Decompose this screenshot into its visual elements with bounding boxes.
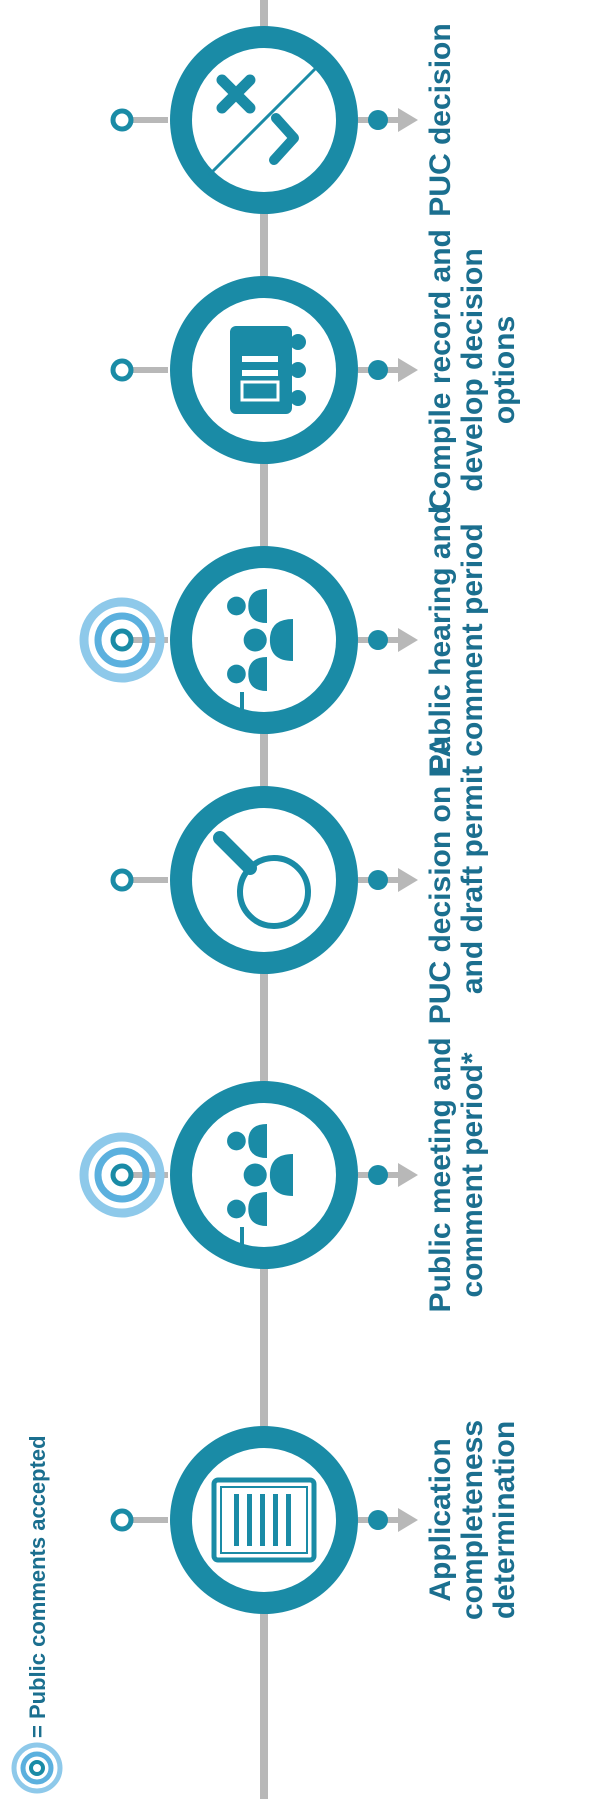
- output-dot-icon: [368, 630, 388, 650]
- input-node-icon: [110, 358, 134, 382]
- step-label-line: Public hearing and: [424, 506, 457, 774]
- process-step: PUC decision on EAand draft permit: [110, 736, 489, 1024]
- step-label: PUC decision: [424, 23, 457, 216]
- step-label: Public meeting andcomment period*: [424, 1037, 489, 1312]
- process-step: Public meeting andcomment period*: [79, 1037, 489, 1313]
- step-label-line: Public meeting and: [424, 1037, 457, 1312]
- check-cross-icon: [207, 63, 321, 177]
- public-comments-icon: [79, 1132, 165, 1218]
- step-label: PUC decision on EAand draft permit: [424, 736, 489, 1024]
- step-label-line: Compile record and: [424, 229, 457, 511]
- step-label: Public hearing andcomment period: [424, 506, 489, 774]
- legend: = Public comments accepted: [11, 1435, 63, 1794]
- arrow-right-icon: [398, 108, 418, 132]
- process-step: Compile record anddevelop decisionoption…: [110, 229, 521, 511]
- people-group-icon: [227, 1124, 293, 1245]
- input-node-icon: [110, 108, 134, 132]
- arrow-right-icon: [398, 358, 418, 382]
- output-dot-icon: [368, 1510, 388, 1530]
- step-label-line: comment period*: [456, 1052, 489, 1297]
- process-step: Applicationcompletenessdetermination: [110, 1420, 521, 1620]
- arrow-right-icon: [398, 1163, 418, 1187]
- magnifying-glass-icon: [213, 831, 311, 929]
- step-label-line: and draft permit: [456, 766, 489, 994]
- output-dot-icon: [368, 1165, 388, 1185]
- step-label-line: options: [488, 316, 521, 424]
- public-comments-icon: [79, 597, 165, 683]
- file-box-icon: [230, 326, 306, 414]
- step-label-line: comment period: [456, 523, 489, 756]
- legend-label: = Public comments accepted: [25, 1435, 50, 1738]
- step-label-line: completeness: [456, 1420, 489, 1620]
- step-label: Applicationcompletenessdetermination: [424, 1420, 521, 1620]
- output-dot-icon: [368, 870, 388, 890]
- arrow-right-icon: [398, 868, 418, 892]
- output-dot-icon: [368, 360, 388, 380]
- people-group-icon: [227, 589, 293, 710]
- arrow-right-icon: [398, 1508, 418, 1532]
- arrow-right-icon: [398, 628, 418, 652]
- input-node-icon: [110, 1508, 134, 1532]
- step-label-line: PUC decision on EA: [424, 736, 457, 1024]
- step-label: Compile record anddevelop decisionoption…: [424, 229, 521, 511]
- public-comments-legend-icon: [11, 1742, 63, 1794]
- process-step: Public hearing andcomment period: [79, 506, 489, 774]
- step-label-line: determination: [488, 1421, 521, 1619]
- output-dot-icon: [368, 110, 388, 130]
- input-node-icon: [110, 868, 134, 892]
- step-label-line: develop decision: [456, 248, 489, 491]
- step-label-line: PUC decision: [424, 23, 457, 216]
- document-barcode-icon: [211, 1477, 317, 1563]
- process-step: PUC decision: [110, 23, 457, 217]
- step-label-line: Application: [424, 1438, 457, 1601]
